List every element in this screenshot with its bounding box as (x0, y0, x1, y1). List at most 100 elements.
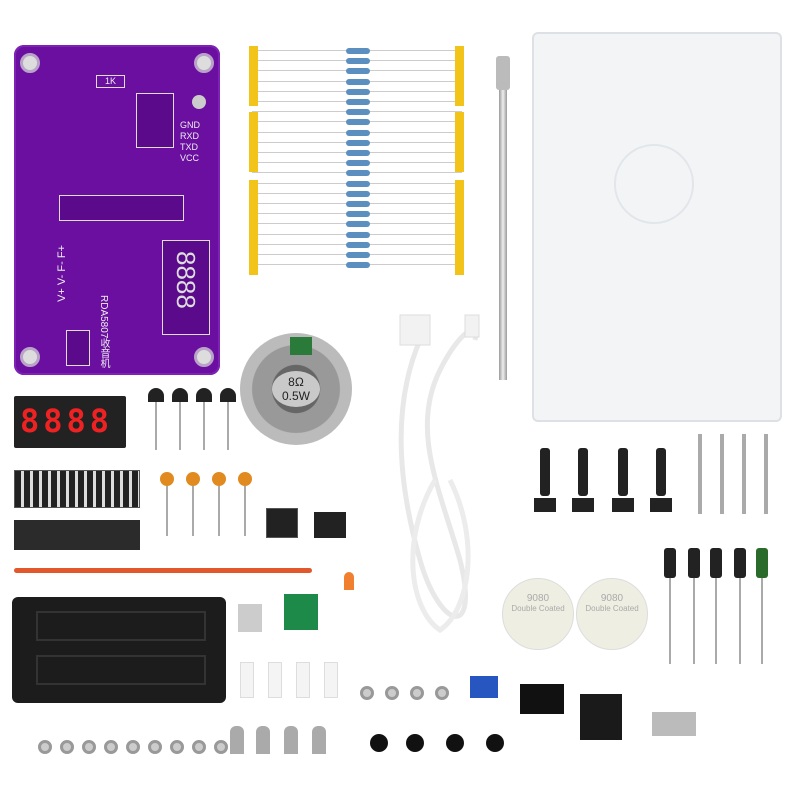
machine-screw (312, 726, 326, 754)
small-nut (82, 740, 96, 754)
capacitor-lead (761, 578, 763, 664)
ic-chip-28pin (14, 520, 140, 550)
resistor (252, 78, 462, 85)
machine-screw (230, 726, 244, 754)
ic-footprint (66, 330, 90, 366)
small-nut (192, 740, 206, 754)
speaker-power: 0.5W (281, 389, 310, 403)
resistor-tape (455, 46, 464, 106)
button-cap (370, 734, 388, 752)
module-footprint (136, 93, 174, 148)
speaker-impedance: 8Ω (288, 375, 304, 389)
resistor (252, 180, 462, 187)
mount-hole (20, 347, 40, 367)
resistor (252, 262, 462, 269)
resistor (252, 201, 462, 207)
long-screw (764, 434, 768, 514)
resistor (252, 231, 462, 238)
led (344, 572, 354, 590)
resistor (252, 252, 462, 258)
button-cap (446, 734, 464, 752)
speaker-label: 8Ω 0.5W (272, 371, 320, 407)
pcb-title: RDA5807收音机 (98, 295, 109, 369)
resistor (252, 241, 462, 248)
button-cap (406, 734, 424, 752)
red-wire (14, 568, 312, 573)
capacitor-lead (192, 486, 194, 536)
resistor (252, 58, 462, 65)
potentiometer-shaft (578, 448, 588, 496)
small-nut (60, 740, 74, 754)
pin-gnd: GND (180, 120, 200, 130)
label-v-plus: V+ (56, 288, 68, 302)
battery-slot (36, 611, 206, 641)
resistor (252, 129, 462, 136)
electrolytic-capacitor (664, 548, 676, 578)
capacitor-lead (739, 578, 741, 664)
battery-holder (12, 597, 226, 703)
mount-hole (194, 347, 214, 367)
double-sided-tape: 9080 Double Coated (502, 578, 574, 650)
ceramic-capacitor (186, 472, 200, 486)
transistor-lead (227, 402, 229, 450)
trimmer-potentiometer (470, 676, 498, 698)
small-nut (104, 740, 118, 754)
potentiometer-body (572, 498, 594, 512)
resistor (252, 221, 462, 228)
potentiometer-shaft (618, 448, 628, 496)
transistor (196, 388, 212, 402)
label-f-minus: F- (56, 261, 68, 272)
audio-jack (580, 694, 622, 740)
ic-socket-8pin (266, 508, 298, 538)
double-sided-tape: 9080 Double Coated (576, 578, 648, 650)
resistor (252, 190, 462, 197)
hex-nut (435, 686, 449, 700)
transistor-lead (179, 402, 181, 450)
resistor-tape (455, 112, 464, 172)
display-silk: 8888 (171, 251, 201, 309)
tact-switch (520, 684, 564, 714)
transistor (172, 388, 188, 402)
resistor (252, 160, 462, 167)
led-footprint (192, 95, 206, 109)
resistor-tape (249, 46, 258, 106)
ceramic-capacitor (160, 472, 174, 486)
resistor (252, 139, 462, 146)
resistor (252, 48, 462, 54)
small-nut (126, 740, 140, 754)
resistor (252, 99, 462, 105)
nylon-standoff (240, 662, 254, 698)
tape-text: Double Coated (585, 604, 639, 613)
ceramic-capacitor (212, 472, 226, 486)
capacitor-lead (669, 578, 671, 664)
resistor (252, 88, 462, 95)
speaker: 8Ω 0.5W (240, 333, 352, 445)
capacitor-lead (166, 486, 168, 536)
acrylic-case (532, 32, 782, 422)
small-nut (38, 740, 52, 754)
resistor (252, 68, 462, 75)
small-nut (148, 740, 162, 754)
resistor (252, 119, 462, 126)
display-digits: 8888 (20, 402, 114, 440)
tape-code: 9080 (526, 593, 550, 604)
resistor-tape (249, 112, 258, 172)
long-screw (698, 434, 702, 514)
mount-hole (20, 53, 40, 73)
hex-nut (410, 686, 424, 700)
potentiometer-body (612, 498, 634, 512)
electrolytic-capacitor (710, 548, 722, 578)
transistor (148, 388, 164, 402)
transistor (220, 388, 236, 402)
fm-module (284, 594, 318, 630)
resistor (252, 211, 462, 218)
potentiometer-body (650, 498, 672, 512)
electrolytic-capacitor (688, 548, 700, 578)
antenna-tip (496, 56, 510, 90)
resistor-tape (455, 180, 464, 275)
label-f-plus: F+ (56, 245, 68, 259)
resistor (252, 150, 462, 156)
long-screw (742, 434, 746, 514)
nylon-standoff (296, 662, 310, 698)
pcb-board: 1K GND RXD TXD VCC 8888 V+ V- F- F+ RDA5… (14, 45, 220, 375)
